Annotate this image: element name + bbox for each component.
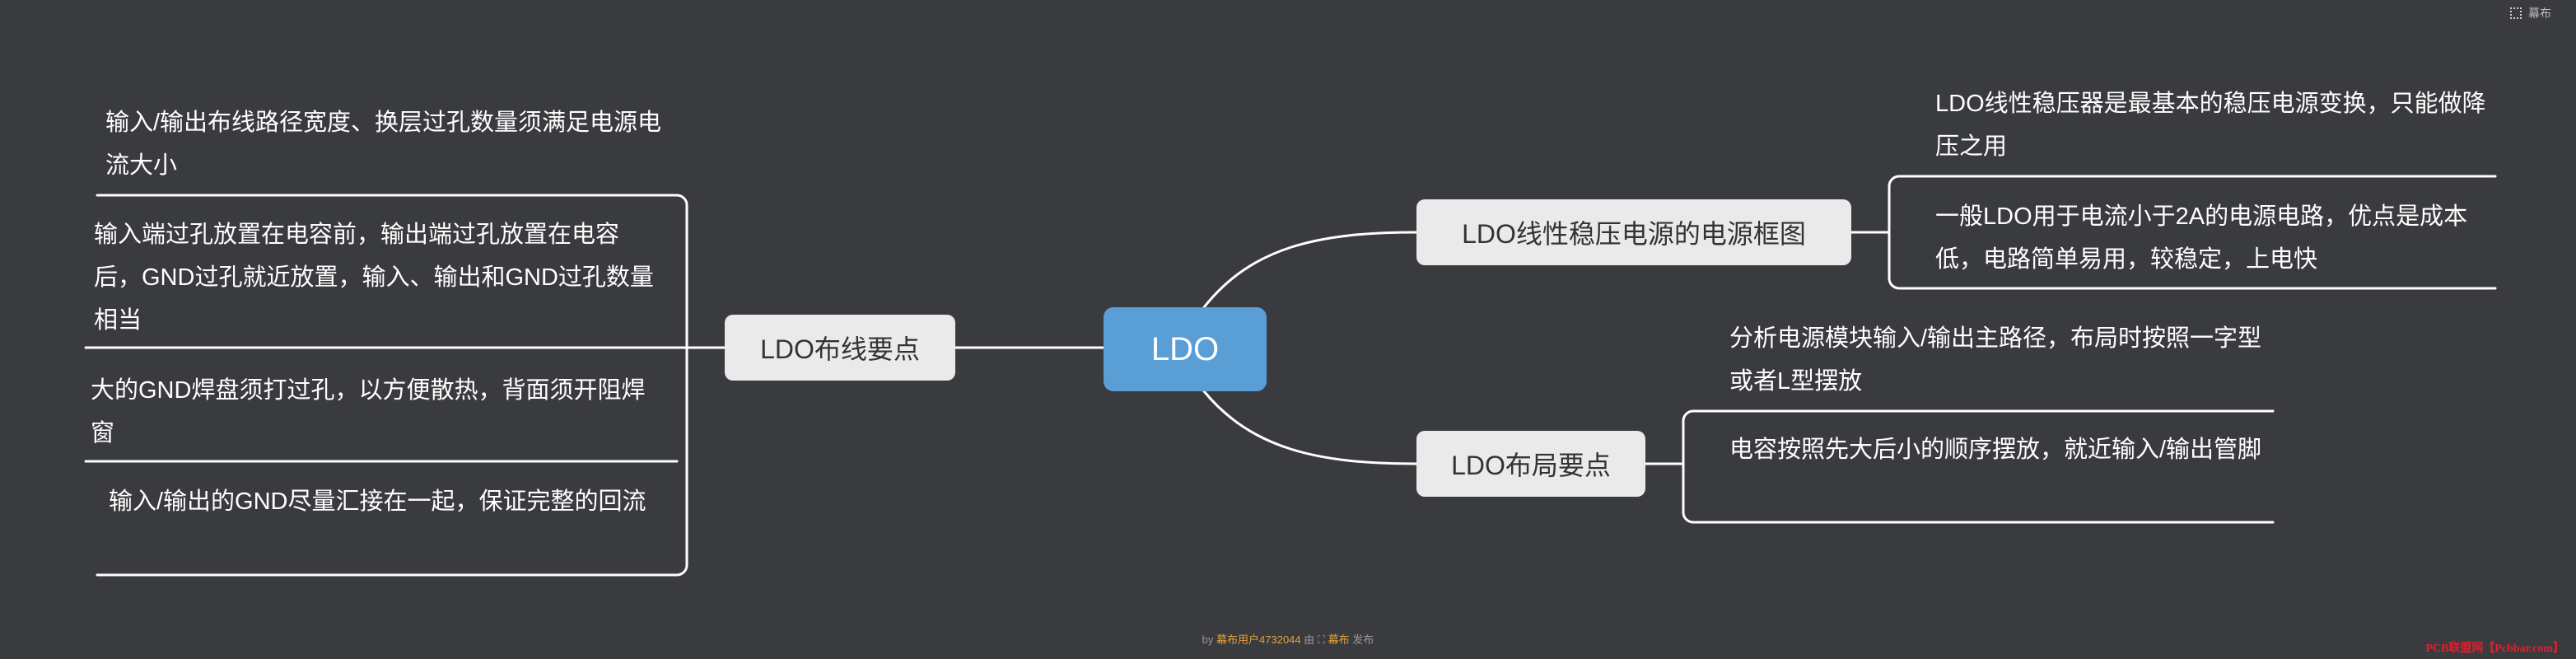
footer-suffix: 发布: [1352, 633, 1374, 646]
footer-credit: by 幕布用户4732044 由 ⛶ 幕布 发布: [0, 631, 2576, 647]
branch-label: LDO布局要点: [1451, 451, 1611, 480]
branch-label: LDO线性稳压电源的电源框图: [1462, 219, 1806, 249]
leaf-text[interactable]: 输入/输出布线路径宽度、换层过孔数量须满足电源电流大小: [105, 110, 662, 179]
fullscreen-icon[interactable]: [2510, 7, 2522, 19]
branch-routing-points[interactable]: LDO布线要点: [725, 315, 955, 381]
branch-layout-points[interactable]: LDO布局要点: [1416, 431, 1645, 497]
leaf-text[interactable]: 大的GND焊盘须打过孔，以方便散热，背面须开阻焊窗: [91, 377, 646, 446]
mubu-logo-icon: ⛶: [1317, 633, 1326, 646]
toolbar-label[interactable]: 幕布: [2528, 7, 2551, 20]
leaf-text[interactable]: 一般LDO用于电流小于2A的电源电路，优点是成本低，电路简单易用，较稳定，上电快: [1935, 203, 2468, 273]
footer-brand[interactable]: 幕布: [1328, 633, 1350, 646]
branch-power-diagram[interactable]: LDO线性稳压电源的电源框图: [1416, 199, 1851, 265]
leaf-text[interactable]: LDO线性稳压器是最基本的稳压电源变换，只能做降压之用: [1935, 91, 2486, 160]
root-label: LDO: [1150, 330, 1220, 367]
leaf-text[interactable]: 分析电源模块输入/输出主路径，布局时按照一字型或者L型摆放: [1729, 325, 2262, 395]
leaf-text[interactable]: 输入/输出的GND尽量汇接在一起，保证完整的回流: [109, 488, 646, 515]
watermark: PCB联盟网【Pcbbar.com】: [2425, 643, 2564, 655]
footer-prefix: by: [1202, 633, 1214, 646]
leaf-text[interactable]: 输入端过孔放置在电容前，输出端过孔放置在电容后，GND过孔就近放置，输入、输出和…: [94, 222, 654, 334]
leaf-text[interactable]: 电容按照先大后小的顺序摆放，就近输入/输出管脚: [1729, 437, 2262, 463]
toolbar: 幕布: [2510, 5, 2551, 21]
footer-middle: 由: [1304, 633, 1315, 646]
root-node[interactable]: LDO: [1104, 307, 1267, 391]
footer-user[interactable]: 幕布用户4732044: [1216, 633, 1301, 646]
branch-label: LDO布线要点: [760, 334, 920, 364]
